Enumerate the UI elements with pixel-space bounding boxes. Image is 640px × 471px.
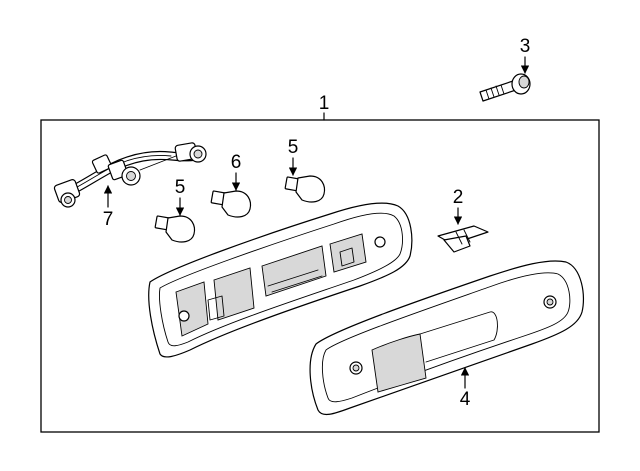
callout-5-left: 5 [175,177,186,198]
lens-part [309,260,585,416]
wiring-harness [53,142,207,208]
callout-6: 6 [231,152,242,173]
bulb-middle [210,190,252,218]
bracket-part [437,225,489,253]
lamp-housing [148,202,413,358]
callout-2: 2 [453,187,464,208]
bolt-part [479,73,531,102]
callout-3: 3 [520,36,531,57]
bulb-right [284,175,326,203]
callout-1: 1 [319,93,330,114]
callout-5-right: 5 [288,137,299,158]
callout-7: 7 [103,209,114,230]
callout-4: 4 [460,389,471,410]
assembly-frame [40,119,600,433]
bulb-left [154,215,196,243]
